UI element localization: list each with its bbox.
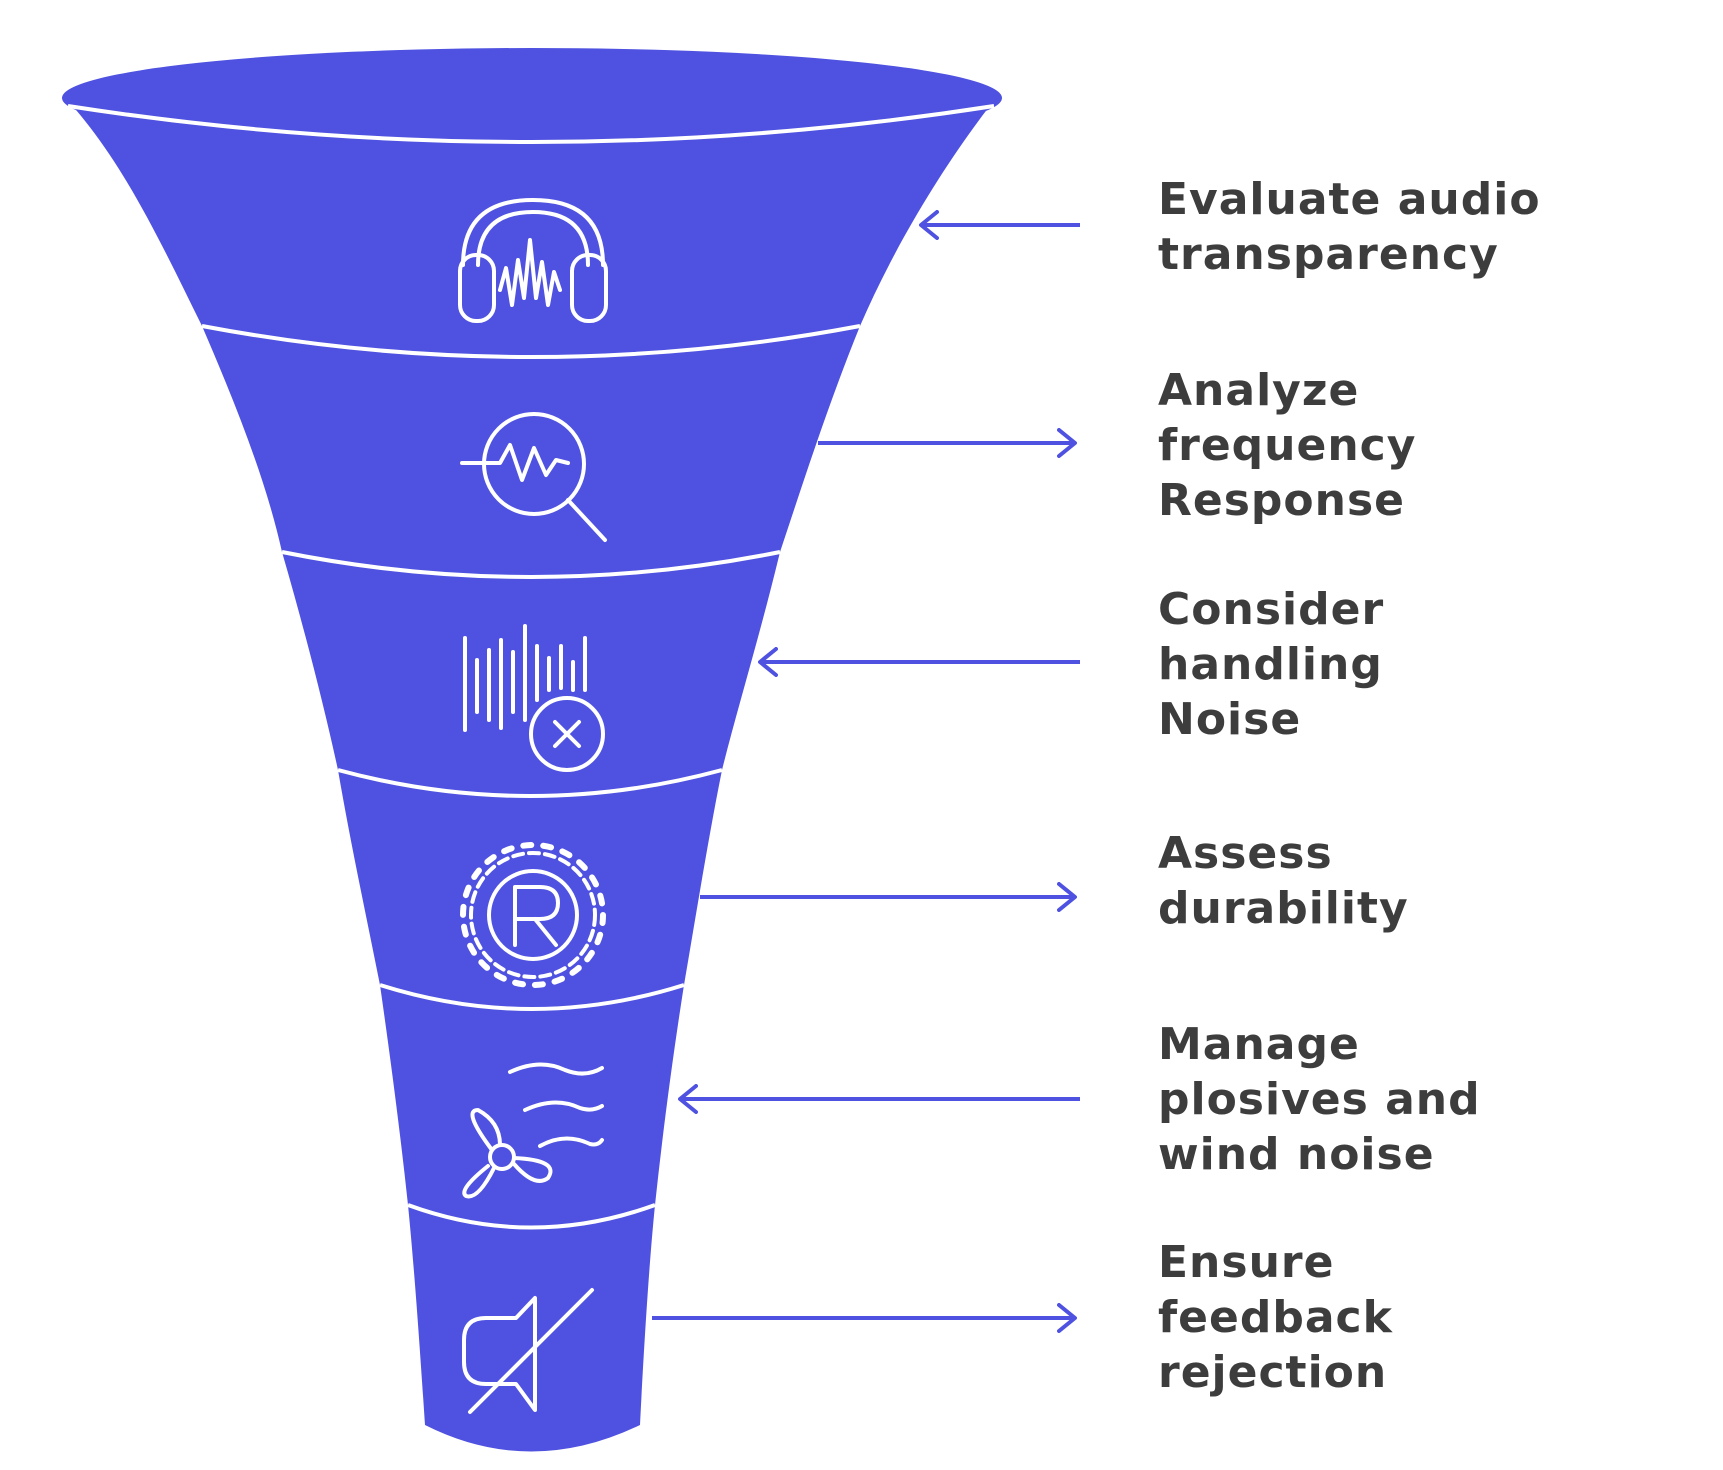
stage-label-assess: Assess durability xyxy=(1158,826,1409,936)
separator-3 xyxy=(337,768,723,798)
frequency-search-icon xyxy=(460,412,607,542)
stage-label-line: wind noise xyxy=(1158,1129,1435,1180)
stage-label-manage: Manage plosives and wind noise xyxy=(1158,1017,1481,1182)
stage-label-consider: Consider handling Noise xyxy=(1158,582,1384,747)
stage-label-line: rejection xyxy=(1158,1347,1388,1398)
rim-separator xyxy=(67,104,995,144)
stage-label-line: Response xyxy=(1158,475,1405,526)
stage-label-line: Consider xyxy=(1158,584,1385,635)
muted-speaker-icon xyxy=(462,1288,594,1414)
stage-label-ensure: Ensure feedback rejection xyxy=(1158,1235,1393,1400)
stage-label-analyze: Analyze frequency Response xyxy=(1158,363,1416,528)
noise-cancel-icon xyxy=(463,624,605,772)
funnel-body xyxy=(70,103,992,1452)
stage-label-line: Assess xyxy=(1158,828,1333,879)
stage-label-line: transparency xyxy=(1158,229,1499,280)
headphones-icon xyxy=(458,198,608,323)
separator-4 xyxy=(379,983,685,1011)
fan-wind-icon xyxy=(462,1062,604,1199)
separator-1 xyxy=(201,324,861,359)
funnel-rim xyxy=(62,48,1002,148)
stage-label-line: durability xyxy=(1158,883,1409,934)
gear-r-icon xyxy=(460,842,606,988)
stage-label-line: Manage xyxy=(1158,1019,1360,1070)
separator-2 xyxy=(281,550,781,579)
stage-label-line: Noise xyxy=(1158,694,1302,745)
stage-label-line: Analyze xyxy=(1158,365,1360,416)
stage-label-line: frequency xyxy=(1158,420,1417,471)
stage-label-line: Evaluate audio xyxy=(1158,174,1541,225)
stage-label-evaluate: Evaluate audio transparency xyxy=(1158,172,1541,282)
stage-label-line: plosives and xyxy=(1158,1074,1481,1125)
separator-5 xyxy=(407,1203,656,1230)
stage-label-line: handling xyxy=(1158,639,1383,690)
stage-label-line: feedback xyxy=(1158,1292,1393,1343)
stage-label-line: Ensure xyxy=(1158,1237,1335,1288)
